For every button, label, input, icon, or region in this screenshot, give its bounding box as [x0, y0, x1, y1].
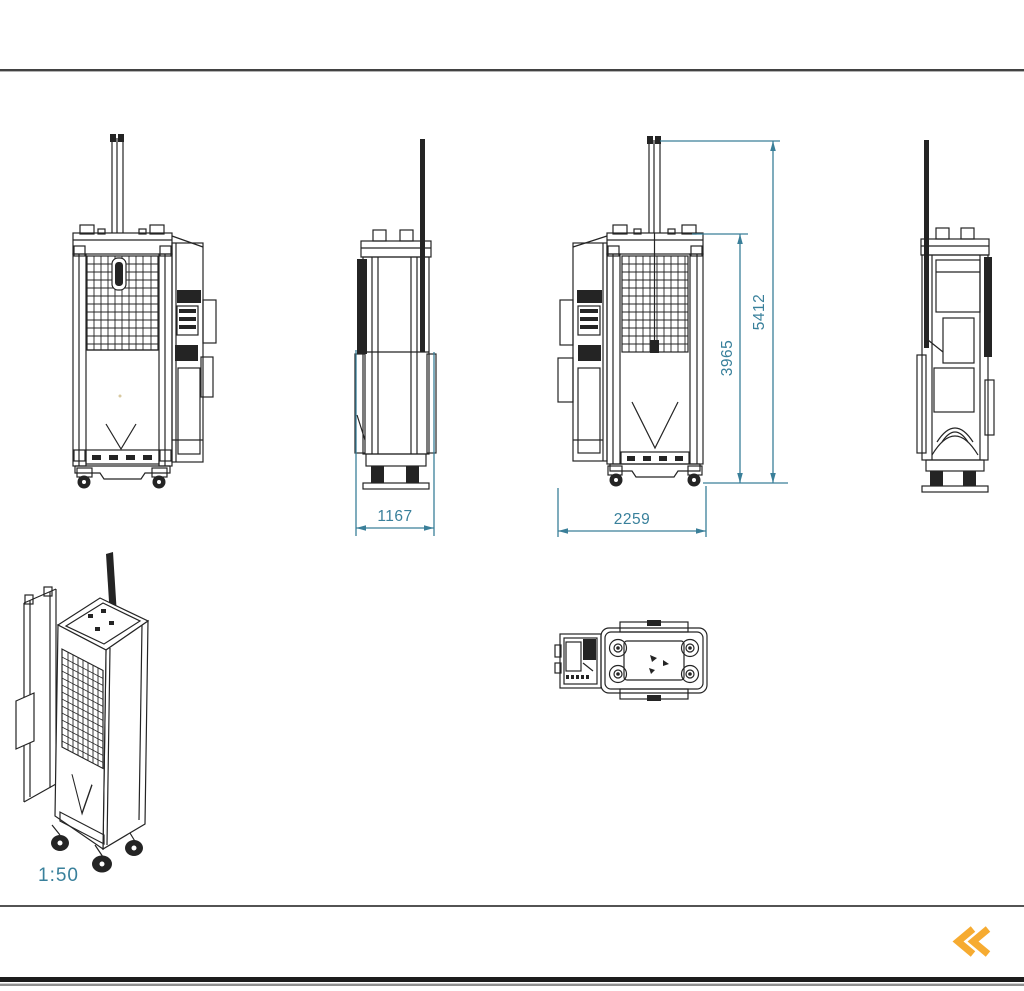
- dimension-frame-height: 3965: [692, 233, 748, 483]
- footer-shadow-rule: [0, 983, 1024, 986]
- corner-bolt: [608, 638, 700, 684]
- dimension-total-height-label: 5412: [751, 294, 768, 330]
- top-border-rule: [0, 69, 1024, 72]
- dimension-depth: 1167: [355, 350, 435, 536]
- dimension-annotations: 1167 2259 3965 5412 1:50: [38, 140, 788, 886]
- chevron-double-left-icon[interactable]: [952, 926, 991, 957]
- bottom-border-rule: [0, 905, 1024, 907]
- scale-label: 1:50: [38, 865, 79, 886]
- rear-elevation-view: [557, 136, 704, 487]
- isometric-view: [15, 552, 150, 873]
- dimension-frame-height-label: 3965: [719, 340, 736, 376]
- dimension-width: 2259: [557, 486, 707, 537]
- side-elevation-left-view: [354, 139, 437, 490]
- dimension-total-height: 5412: [660, 140, 780, 483]
- front-elevation-view: [72, 134, 217, 489]
- side-elevation-right-view: [916, 140, 995, 493]
- dimension-width-label: 2259: [614, 511, 650, 528]
- dimension-depth-label: 1167: [377, 508, 412, 525]
- footer-thick-rule: [0, 977, 1024, 982]
- plan-top-view: [554, 620, 708, 701]
